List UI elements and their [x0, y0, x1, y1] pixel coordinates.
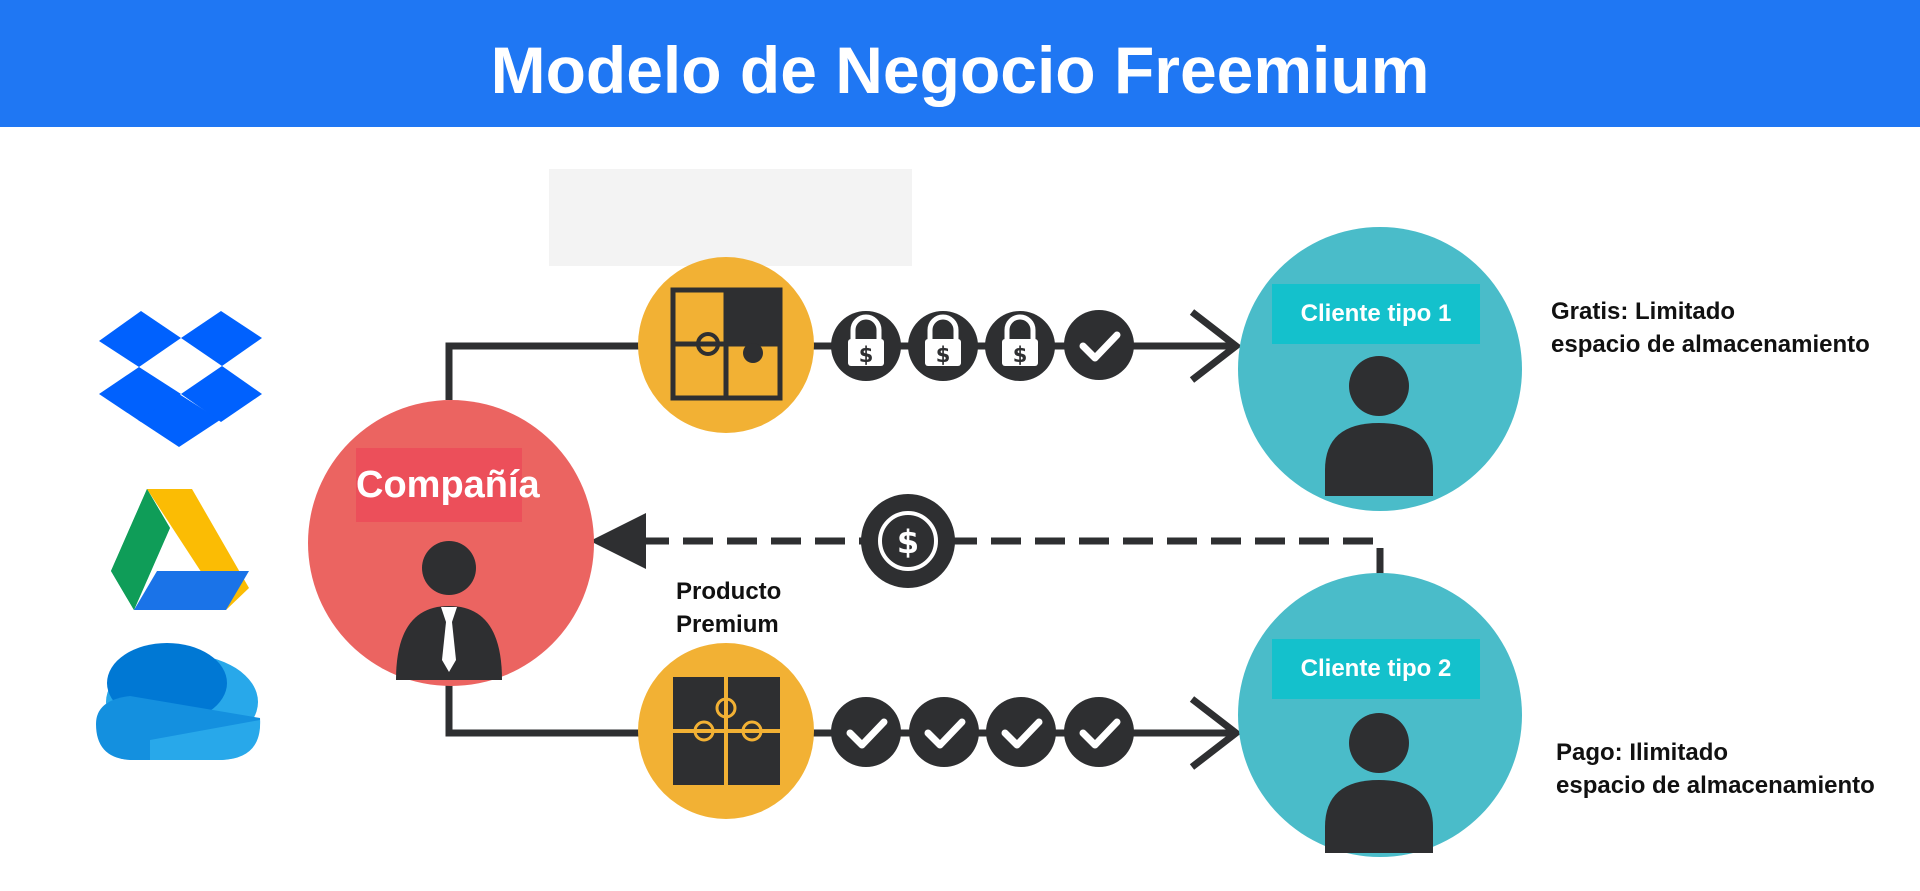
svg-text:$: $: [936, 343, 951, 367]
bottom-connector-line: [445, 680, 640, 737]
businessman-icon: [396, 541, 502, 680]
payment-dashed-line: [640, 537, 1384, 578]
bottom-arrow-head: [1189, 696, 1242, 770]
check-icon: [1064, 310, 1134, 380]
check-icon: [986, 697, 1056, 767]
google-drive-logo-icon: [111, 489, 249, 610]
lock-dollar-icon: $: [985, 311, 1055, 381]
top-connector-line: [445, 342, 640, 400]
onedrive-logo-icon: [96, 643, 261, 760]
client-type-1-description-line1: Gratis: Limitado: [1551, 298, 1736, 325]
check-icon: [909, 697, 979, 767]
client-type-2-pill: Cliente tipo 2: [1272, 639, 1480, 699]
svg-text:$: $: [897, 523, 919, 561]
person-icon: [1325, 713, 1433, 853]
payment-arrow-head: [590, 513, 646, 569]
svg-text:$: $: [859, 343, 874, 367]
empty-placeholder-box: [549, 169, 912, 266]
puzzle-complete-icon: [673, 677, 780, 785]
lock-dollar-icon: $: [908, 311, 978, 381]
premium-product-label-line2: Premium: [676, 611, 779, 638]
person-icon: [1325, 356, 1433, 496]
check-icon: [1064, 697, 1134, 767]
puzzle-partial-icon: [670, 287, 783, 401]
client-type-2-description: Pago: Ilimitado espacio de almacenamient…: [1556, 736, 1875, 802]
company-label: Compañía: [356, 448, 540, 522]
check-icon: [831, 697, 901, 767]
client-type-2-description-line2: espacio de almacenamiento: [1556, 772, 1875, 799]
client-type-2-description-line1: Pago: Ilimitado: [1556, 739, 1729, 766]
premium-product-label: Producto Premium: [676, 575, 781, 641]
top-arrow-head: [1189, 309, 1242, 383]
dropbox-logo-icon: [99, 311, 262, 447]
dollar-coin-icon: $: [861, 494, 955, 588]
header-bar: [0, 0, 1920, 127]
client-type-1-description: Gratis: Limitado espacio de almacenamien…: [1551, 295, 1870, 361]
client-type-1-description-line2: espacio de almacenamiento: [1551, 331, 1870, 358]
premium-product-label-line1: Producto: [676, 578, 782, 605]
client-type-1-pill: Cliente tipo 1: [1272, 284, 1480, 344]
lock-dollar-icon: $: [831, 311, 901, 381]
page-title: Modelo de Negocio Freemium: [490, 33, 1430, 107]
svg-text:$: $: [1013, 343, 1028, 367]
